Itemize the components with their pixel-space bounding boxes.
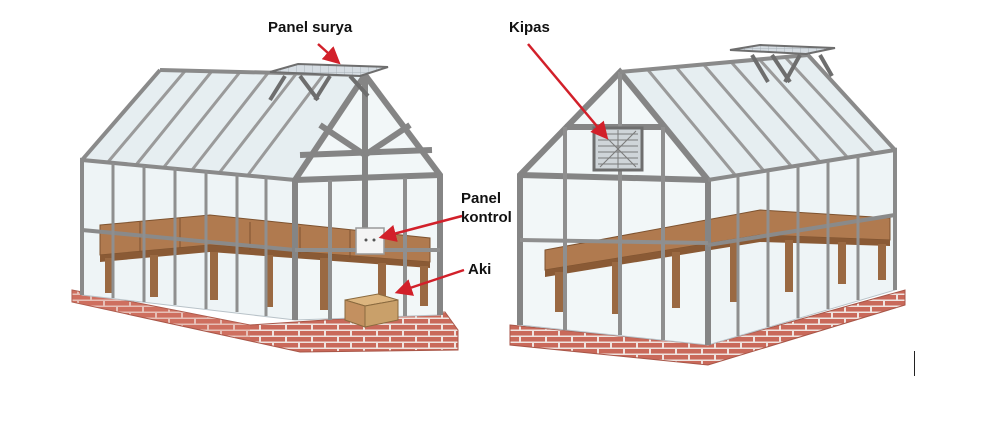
fan-unit xyxy=(592,126,644,172)
arrow-control-panel xyxy=(378,214,463,242)
label-control-panel: Panel kontrol xyxy=(461,189,512,227)
left-brick-base xyxy=(71,289,459,353)
arrow-solar-panel xyxy=(317,43,341,65)
label-battery: Aki xyxy=(468,261,492,278)
arrow-battery xyxy=(394,268,465,296)
label-control-panel-line2: kontrol xyxy=(461,209,512,226)
right-greenhouse xyxy=(509,43,906,366)
left-solar-panel xyxy=(268,62,389,102)
callout-arrows xyxy=(317,43,609,296)
label-control-panel-line1: Panel xyxy=(461,190,502,207)
battery-box xyxy=(344,293,399,328)
text-cursor xyxy=(914,351,915,376)
arrow-fan xyxy=(527,43,609,140)
control-panel-box xyxy=(355,227,385,255)
label-solar-panel: Panel surya xyxy=(268,19,353,36)
label-fan: Kipas xyxy=(509,19,550,36)
left-greenhouse xyxy=(71,62,459,353)
right-solar-panel xyxy=(729,43,836,84)
